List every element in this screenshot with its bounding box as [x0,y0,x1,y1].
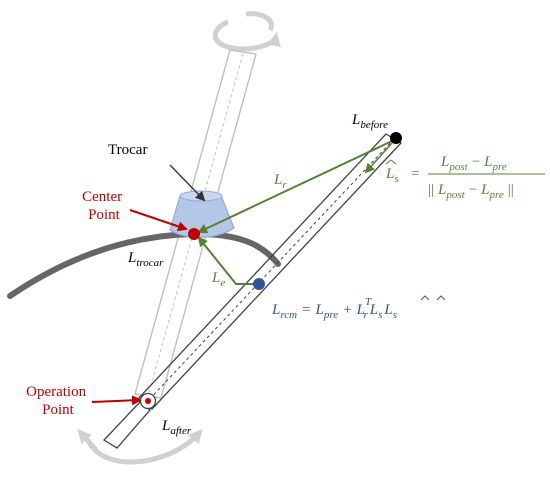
svg-text:=: = [411,166,419,182]
operation-point-pointer-arrow [91,395,142,406]
operation-point-label: Operation Point [26,384,90,418]
center-point-label: Center Point [82,189,126,223]
trocar-label: Trocar [108,142,147,158]
vector-le-arrow [197,236,258,285]
svg-text:Lpost−Lpre: Lpost−Lpre [440,154,507,173]
tissue-surface [7,230,281,299]
operation-point-dot [145,398,151,404]
l-after-label: Lafter [161,418,192,437]
ghost-instrument [134,49,257,399]
svg-text:Ls: Ls [385,166,399,185]
svg-text:||Lpost−Lpre||: ||Lpost−Lpre|| [428,182,514,201]
l-trocar-label: Ltrocar [127,250,164,269]
l-e-label: Le [211,270,225,289]
rcm-point-dot [253,278,265,290]
center-point-pointer-arrow [129,209,188,232]
swing-arrow-icon [77,428,203,465]
center-point-dot [188,228,200,240]
l-before-dot [390,132,402,144]
ls-formula: Ls = Lpost−Lpre ||Lpost−Lpre|| [385,154,545,201]
trocar-pointer-arrow [169,164,206,202]
vector-lr-arrow [197,140,393,234]
l-r-label: Lr [273,172,287,191]
vector-ls-arrow [364,142,393,174]
rotate-arrow-icon [212,11,281,52]
l-before-label: Lbefore [351,112,388,131]
